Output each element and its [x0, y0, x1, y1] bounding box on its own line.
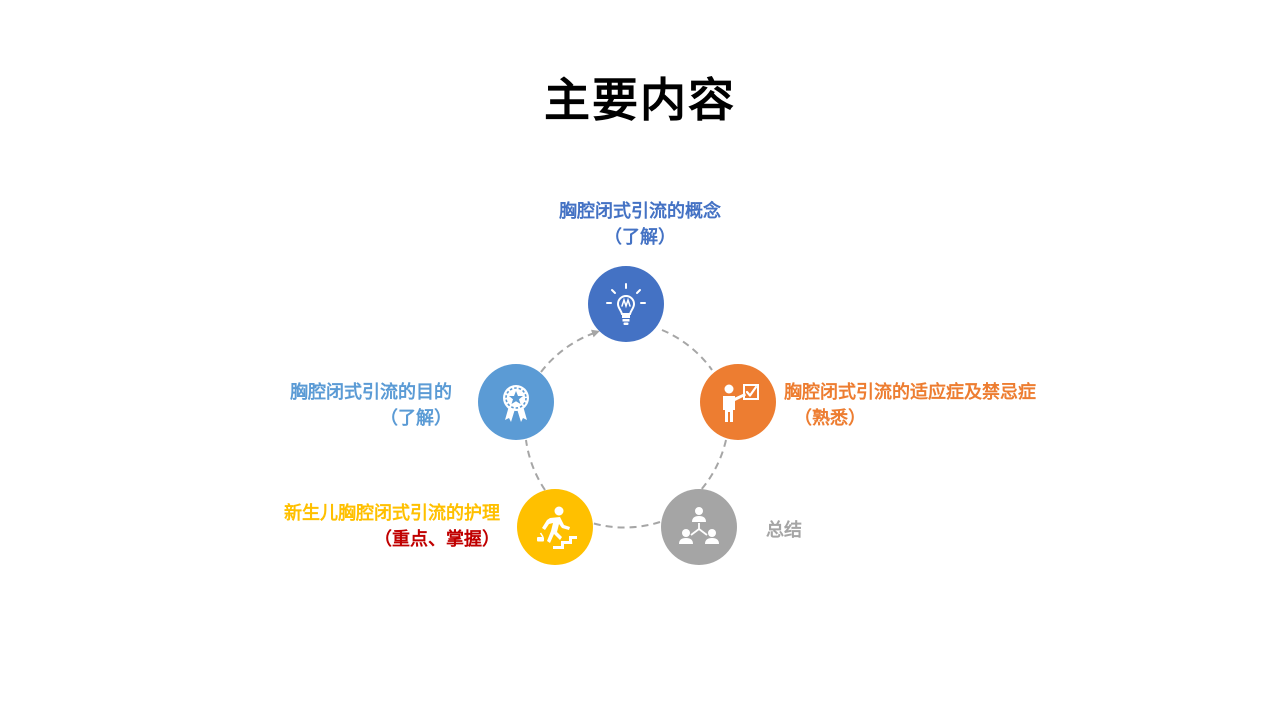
node-purpose	[478, 364, 554, 440]
climbing-stairs-icon	[537, 506, 577, 549]
node-indications	[700, 364, 776, 440]
label-indications-sub: （熟悉）	[794, 408, 866, 429]
node-nursing	[517, 489, 593, 565]
award-ribbon-icon	[503, 385, 529, 422]
ring-arc-3	[699, 439, 727, 492]
label-purpose: 胸腔闭式引流的目的 （了解）	[180, 380, 452, 432]
node-concept	[588, 266, 664, 342]
presenter-checklist-icon	[723, 384, 759, 422]
ring-arc-5	[525, 439, 546, 491]
label-nursing: 新生儿胸腔闭式引流的护理 （重点、掌握）	[180, 501, 500, 553]
ring-arc-2	[661, 329, 713, 371]
label-purpose-title: 胸腔闭式引流的目的	[290, 382, 452, 403]
node-summary	[661, 489, 737, 565]
label-summary: 总结	[766, 518, 866, 544]
label-indications-title: 胸腔闭式引流的适应症及禁忌症	[784, 382, 1036, 403]
label-concept-title: 胸腔闭式引流的概念	[559, 201, 721, 222]
lightbulb-icon	[606, 283, 646, 325]
label-summary-title: 总结	[766, 520, 802, 541]
page-title: 主要内容	[544, 73, 736, 127]
label-concept-sub: （了解）	[604, 227, 676, 248]
ring-arc-4	[591, 521, 661, 529]
team-network-icon	[679, 507, 719, 544]
label-indications: 胸腔闭式引流的适应症及禁忌症 （熟悉）	[784, 380, 1104, 432]
label-nursing-title: 新生儿胸腔闭式引流的护理	[284, 503, 500, 524]
label-nursing-sub: （重点、掌握）	[374, 529, 500, 550]
ring-arc-1	[540, 329, 600, 373]
label-purpose-sub: （了解）	[380, 408, 452, 429]
label-concept: 胸腔闭式引流的概念 （了解）	[440, 199, 840, 251]
